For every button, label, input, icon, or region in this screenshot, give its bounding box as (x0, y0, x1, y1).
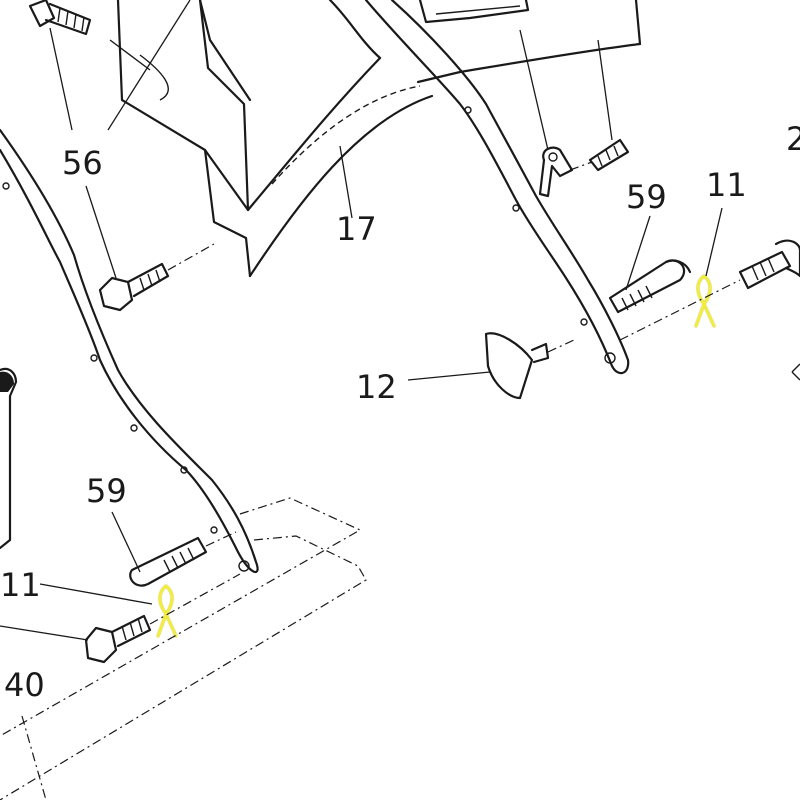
dashed-frame (0, 497, 367, 800)
left-handle (0, 128, 259, 574)
knob-12 (484, 332, 575, 400)
callout-12: 12 (356, 368, 397, 406)
hairpin-clip-11-lower (156, 584, 178, 638)
callout-17: 17 (336, 210, 377, 248)
callout-11-upper: 11 (706, 166, 747, 204)
frame-post (0, 367, 18, 550)
right-handle (364, 0, 630, 375)
callout-59-lower: 59 (86, 472, 127, 510)
hairpin-clip-11-upper (694, 274, 716, 328)
cable-clip (519, 29, 630, 198)
chute-housing (109, 0, 642, 278)
bolt-56-bottom (98, 243, 215, 312)
callout-11-lower: 11 (0, 566, 41, 604)
bolt-59-upper (608, 259, 692, 314)
bolt-lower-left (84, 573, 241, 664)
bolt-59-lower (129, 531, 237, 587)
callout-56: 56 (62, 144, 103, 182)
callout-40: 40 (4, 666, 45, 704)
leader-lines (0, 0, 723, 641)
callout-labels: 56 17 59 11 2 12 59 11 40 (0, 120, 800, 704)
callout-59-upper: 59 (626, 178, 667, 216)
bolt-56-top (28, 0, 92, 36)
callout-2-partial: 2 (786, 120, 800, 158)
bolt-right-edge (619, 239, 800, 381)
